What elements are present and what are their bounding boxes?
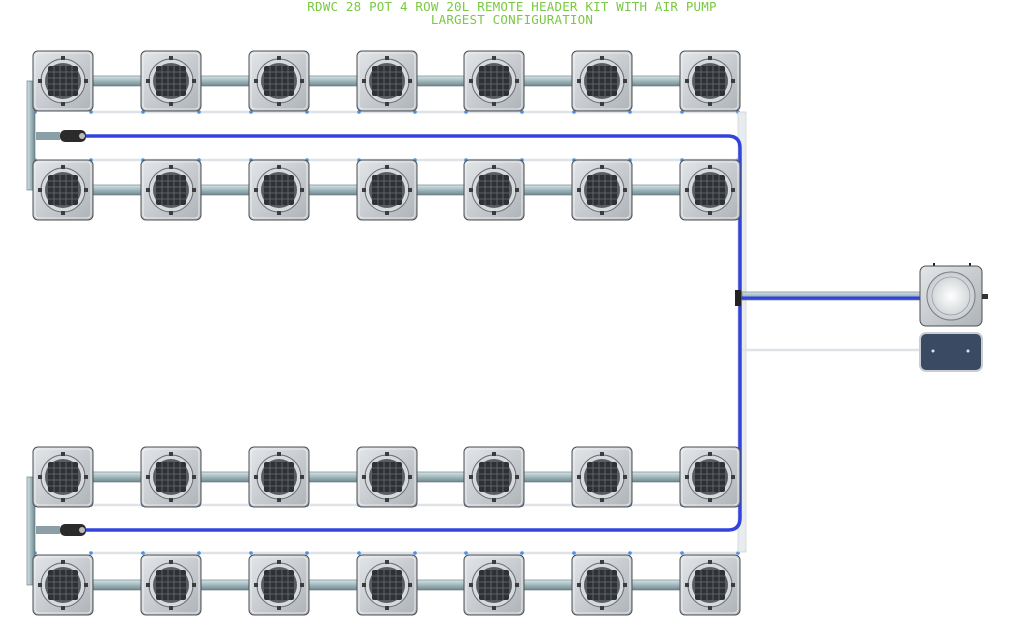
pot-icon [679,446,741,508]
valve-icon [735,290,741,306]
pot-icon [356,50,418,112]
pot-icon [32,50,94,112]
pipe [26,80,36,191]
diagram-title: RDWC 28 POT 4 ROW 20L REMOTE HEADER KIT … [0,0,1024,26]
pipe-fitting [572,551,576,555]
pipe-fitting [628,551,632,555]
valve-icon [36,524,86,536]
pot-icon [140,50,202,112]
air-line [86,134,742,532]
pot-icon [32,446,94,508]
pot-icon [248,446,310,508]
pot-icon [679,159,741,221]
pipe-fitting [197,551,201,555]
air-pump-icon [919,332,983,372]
valve-icon [36,130,86,142]
pipe-fitting [464,551,468,555]
pipe-network [26,75,921,591]
pipe [737,111,747,553]
pot-icon [140,554,202,616]
pot-icon [248,554,310,616]
pipe [26,476,36,586]
pot-icon [679,50,741,112]
pot-icon [356,159,418,221]
pot-icon [463,554,525,616]
pipe-fitting [305,551,309,555]
pipe-fitting [357,551,361,555]
air-line-network [86,134,920,532]
pot-icon [463,50,525,112]
pot-icon [140,446,202,508]
title-line-2: LARGEST CONFIGURATION [430,12,594,27]
title-line-1: RDWC 28 POT 4 ROW 20L REMOTE HEADER KIT … [307,0,717,14]
pot-icon [571,446,633,508]
pot-icon [32,159,94,221]
pipe-fitting [680,551,684,555]
pot-icon [356,446,418,508]
pipe-fitting [141,551,145,555]
pot-icon [571,159,633,221]
pot-icon [571,50,633,112]
header-tank-icon [919,263,988,327]
pipe-fitting [249,551,253,555]
pipe-fitting [89,551,93,555]
pot-icon [463,446,525,508]
pot-icon [679,554,741,616]
pipe-fitting [413,551,417,555]
pot-icon [356,554,418,616]
pot-icon [463,159,525,221]
pot-icon [248,159,310,221]
pipe-fitting [520,551,524,555]
pot-icon [32,554,94,616]
pot-icon [248,50,310,112]
pot-icon [140,159,202,221]
pot-icon [571,554,633,616]
